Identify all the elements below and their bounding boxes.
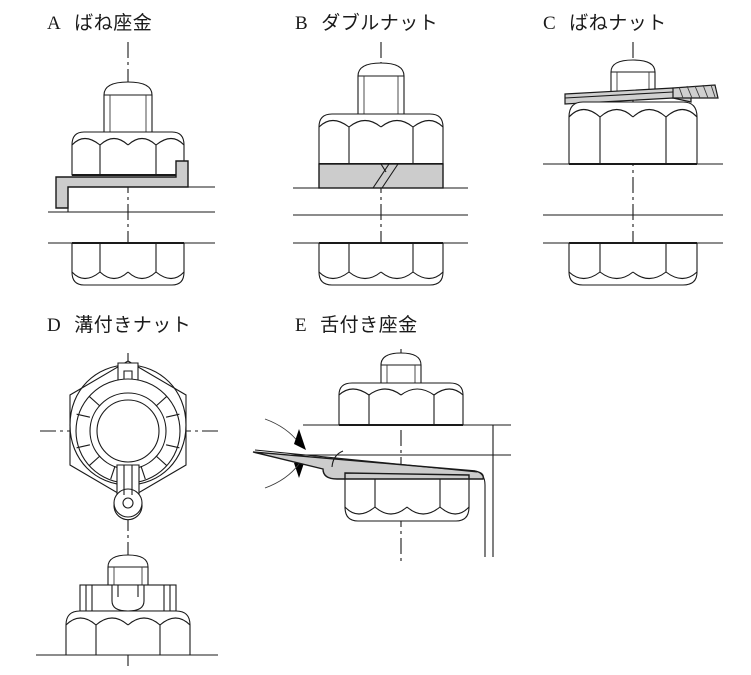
hex-nut-upper-e xyxy=(338,382,464,426)
figure-label-e: 舌付き座金 xyxy=(320,315,418,336)
hex-nut-upper-b xyxy=(318,113,444,165)
figure-caption-d: D 溝付きナット xyxy=(47,310,191,337)
hex-nut-upper-a xyxy=(71,131,185,176)
hex-nut-lower-b xyxy=(318,242,444,286)
figure-b-drawing xyxy=(293,42,468,286)
figure-label-a: ばね座金 xyxy=(74,13,153,34)
figure-e-drawing xyxy=(252,349,511,563)
figure-caption-a: A ばね座金 xyxy=(47,8,152,35)
figure-caption-b: B ダブルナット xyxy=(295,8,438,35)
bolt-end-b xyxy=(357,62,405,115)
lock-nut-b xyxy=(318,163,444,189)
plate-e xyxy=(291,424,511,456)
figure-label-b: ダブルナット xyxy=(321,13,439,34)
hex-nut-lower-e xyxy=(344,472,470,522)
washer-tab-e xyxy=(331,425,494,557)
figure-label-c: ばねナット xyxy=(569,13,667,34)
figure-letter-a: A xyxy=(47,13,62,34)
castle-nut-top-view-d xyxy=(69,360,187,521)
figure-a-drawing xyxy=(48,42,215,286)
spring-strip-c xyxy=(564,84,719,105)
figure-caption-e: E 舌付き座金 xyxy=(295,310,418,337)
hex-nut-upper-c xyxy=(568,101,698,165)
hex-nut-lower-a xyxy=(71,242,185,286)
figure-c-drawing xyxy=(543,42,723,286)
figure-letter-b: B xyxy=(295,13,309,34)
figure-letter-e: E xyxy=(295,315,308,336)
figure-letter-d: D xyxy=(47,315,62,336)
bolt-end-a xyxy=(103,81,153,133)
hex-nut-lower-c xyxy=(568,242,698,286)
castle-nut-front-view-d xyxy=(36,554,218,656)
bolt-end-e xyxy=(380,352,422,384)
figure-caption-c: C ばねナット xyxy=(543,8,667,35)
figure-d-drawing xyxy=(36,353,218,667)
figure-letter-c: C xyxy=(543,13,557,34)
plate-a xyxy=(48,186,215,244)
figure-label-d: 溝付きナット xyxy=(74,315,192,336)
